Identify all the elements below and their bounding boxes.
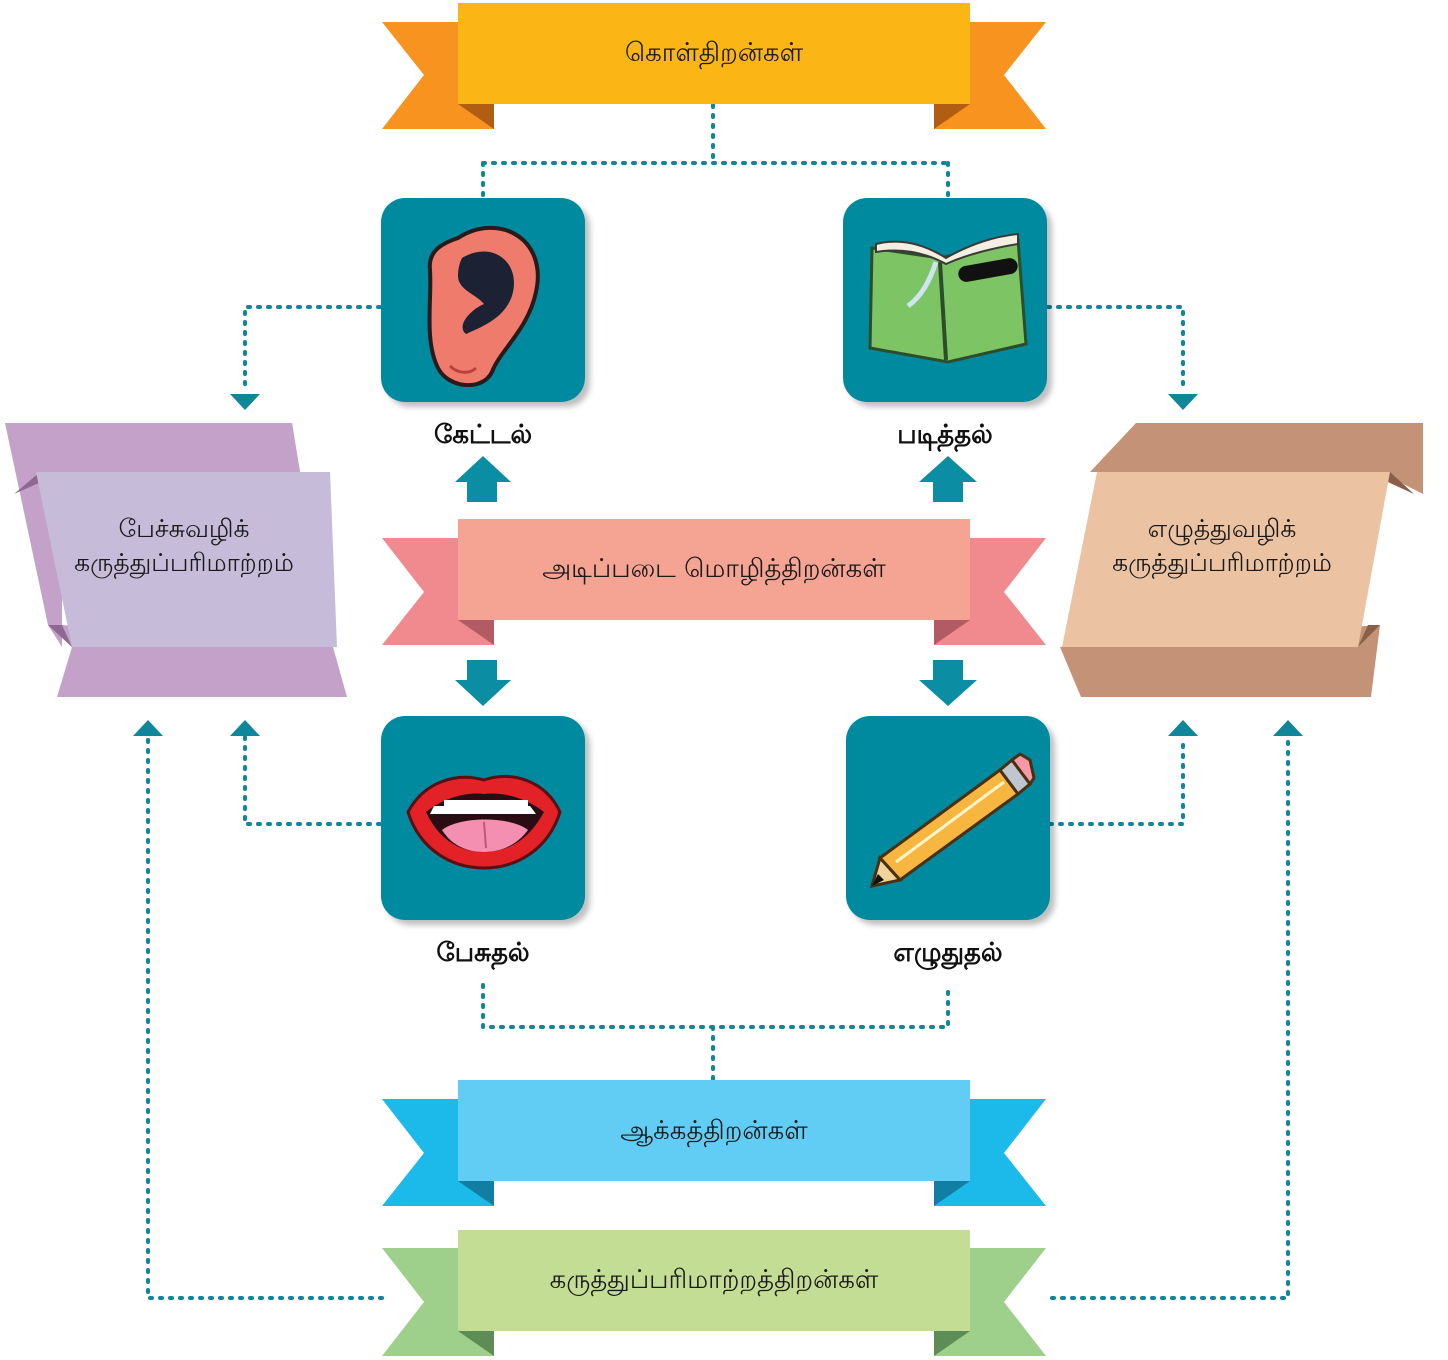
connector-arrows: [133, 394, 1303, 736]
block-arrows: [455, 456, 977, 706]
block-arrow-up-icon: [455, 456, 511, 502]
tile-reading: [843, 198, 1047, 402]
banner-written: [1060, 423, 1423, 697]
banner-oral: [5, 423, 347, 697]
communication-skills-label: கருத்துப்பரிமாற்றத்திறன்கள்: [549, 1265, 879, 1295]
block-arrow-down-icon: [455, 660, 511, 706]
written-line-1: எழுத்துவழிக்: [1147, 514, 1297, 543]
basic-language-skills-label: அடிப்படை மொழித்திறன்கள்: [542, 554, 886, 584]
block-arrow-up-icon: [919, 456, 977, 502]
tile-speaking: [381, 716, 585, 920]
oral-line-1: பேச்சுவழிக்: [118, 514, 250, 543]
writing-label: எழுதுதல்: [893, 938, 1003, 968]
reading-label: படித்தல்: [897, 420, 993, 450]
connector-communication-right: [1050, 735, 1290, 1300]
arrow-up-icon: [133, 720, 163, 736]
ribbon-basic: [382, 519, 1046, 645]
book-icon: [868, 232, 1028, 364]
written-line-2: கருத்துப்பரிமாற்றம்: [1112, 547, 1332, 577]
connector-reading-written: [1046, 305, 1185, 390]
block-arrow-down-icon: [919, 660, 977, 706]
connector-productive: [481, 983, 950, 1082]
connectors: [146, 103, 1290, 1300]
connector-listening-oral: [243, 305, 382, 390]
oral-communication-label: பேச்சுவழிக் கருத்துப்பரிமாற்றம்: [34, 512, 334, 580]
arrow-up-icon: [1273, 720, 1303, 736]
ribbon-communication: [382, 1230, 1046, 1356]
mouth-icon: [406, 775, 562, 870]
tile-writing: [846, 716, 1050, 920]
arrow-down-icon: [1168, 394, 1198, 410]
arrow-up-icon: [1168, 720, 1198, 736]
connector-receptive: [481, 103, 950, 200]
arrow-up-icon: [230, 720, 260, 736]
pencil-icon: [869, 752, 1036, 888]
speaking-label: பேசுதல்: [436, 938, 530, 968]
arrow-down-icon: [230, 394, 260, 410]
connector-communication-left: [146, 735, 384, 1300]
oral-line-2: கருத்துப்பரிமாற்றம்: [74, 547, 294, 577]
connector-speaking-oral: [243, 735, 382, 826]
tile-listening: [381, 198, 585, 402]
ear-icon: [427, 226, 540, 388]
written-communication-label: எழுத்துவழிக் கருத்துப்பரிமாற்றம்: [1072, 512, 1372, 580]
productive-skills-label: ஆக்கத்திறன்கள்: [620, 1116, 808, 1146]
ribbon-receptive: [382, 3, 1046, 129]
ribbon-productive: [382, 1080, 1046, 1206]
listening-label: கேட்டல்: [433, 420, 533, 450]
receptive-skills-label: கொள்திறன்கள்: [624, 38, 804, 68]
connector-writing-written: [1048, 735, 1185, 826]
